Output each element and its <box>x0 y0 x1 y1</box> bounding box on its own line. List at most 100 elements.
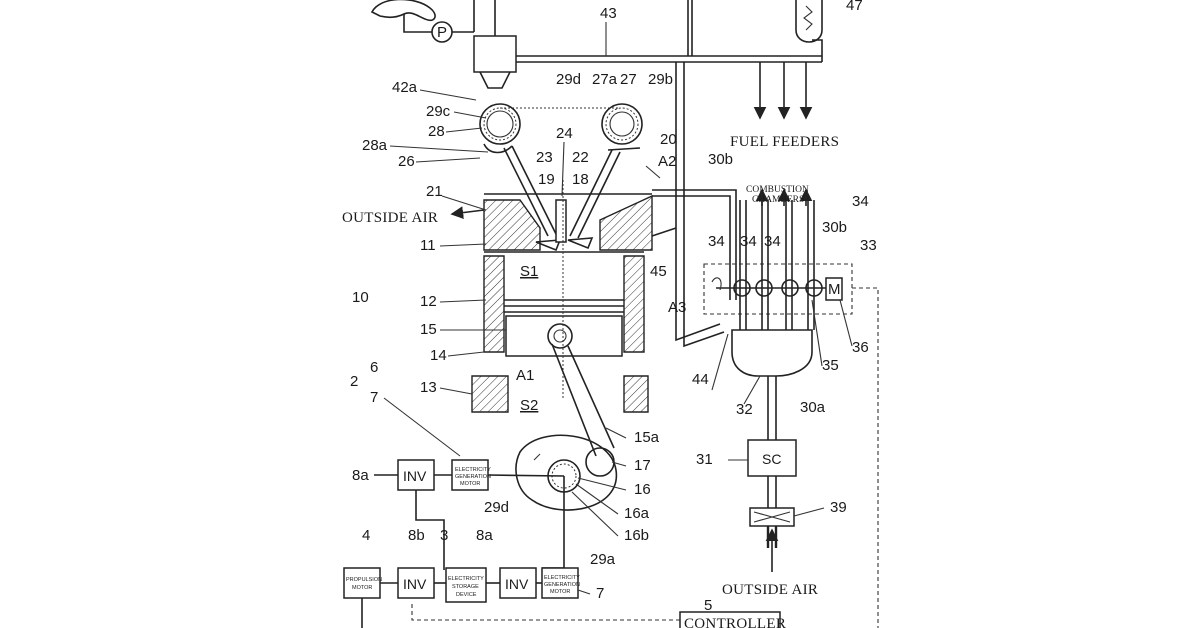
ref-A1: A1 <box>516 367 534 384</box>
fuel-tank-47 <box>795 0 823 43</box>
intake-cam-outer <box>479 103 521 145</box>
cylinder-wall-right <box>623 255 645 353</box>
ref-14: 14 <box>430 347 447 364</box>
ref-26: 26 <box>398 153 415 170</box>
fuel-line-to-tank <box>812 39 823 62</box>
ref-19: 19 <box>538 171 555 188</box>
leader-35 <box>811 299 823 367</box>
ref-16a: 16a <box>624 505 650 522</box>
outside-air-left-label: OUTSIDE AIR <box>342 210 438 226</box>
ref-29b: 29b <box>648 71 673 88</box>
crankcase-right <box>623 375 649 413</box>
ref-3: 3 <box>440 527 448 544</box>
leader-15a <box>605 427 627 439</box>
egm-top-line1: ELECTRICITY <box>455 467 491 473</box>
ref-23: 23 <box>536 149 553 166</box>
ref-44: 44 <box>692 371 709 388</box>
egm-bottom-line3: MOTOR <box>550 589 570 595</box>
leader-36 <box>839 299 853 347</box>
intake-valve-stem-b <box>511 145 557 235</box>
ref-27: 27 <box>620 71 637 88</box>
ref-29d-bottom: 29d <box>484 499 509 516</box>
electrical-system: INV ELECTRICITY GENERATION MOTOR PROPULS… <box>343 459 786 628</box>
fuel-tank-shape <box>370 0 436 22</box>
leader-29c <box>453 111 487 119</box>
leader-7-egm <box>383 397 461 457</box>
signal-to-controller <box>852 287 879 628</box>
intake-valve-stem-a <box>503 147 549 237</box>
exhaust-cam-gear <box>605 107 639 141</box>
fuel-injector-body <box>473 35 517 73</box>
intake-manifold-system: M SC <box>703 188 853 572</box>
ref-21: 21 <box>426 183 443 200</box>
inv-8a-bottom-label: INV <box>505 576 529 592</box>
ref-5: 5 <box>704 597 712 614</box>
piston-pin <box>547 323 573 349</box>
leader-12 <box>439 299 487 303</box>
pipe-45 <box>651 227 677 237</box>
leader-11 <box>439 243 487 247</box>
ref-29a: 29a <box>590 551 616 568</box>
ref-30b-right: 30b <box>822 219 847 236</box>
control-signal-lines <box>411 287 879 628</box>
leader-7-bottom <box>577 589 591 595</box>
ref-4: 4 <box>362 527 370 544</box>
ref-7: 7 <box>370 389 378 406</box>
leader-lines <box>383 22 853 595</box>
leader-16b <box>571 491 619 537</box>
exhaust-valve-stem-b <box>577 151 621 239</box>
ref-8a-top: 8a <box>352 467 369 484</box>
ref-34-b: 34 <box>740 233 757 250</box>
storage-line3: DEVICE <box>456 592 477 598</box>
ref-8b: 8b <box>408 527 425 544</box>
leader-32 <box>743 375 761 405</box>
ref-11: 11 <box>420 237 436 254</box>
outside-air-arrow-left <box>450 206 485 219</box>
ref-39: 39 <box>830 499 847 516</box>
ref-10: 10 <box>352 289 369 306</box>
crank-pin <box>585 447 615 477</box>
exhaust-cam-outer <box>601 103 643 145</box>
text-labels: FUEL FEEDERS OUTSIDE AIR OUTSIDE AIR COM… <box>342 134 839 598</box>
egm-to-crank <box>487 474 565 477</box>
throttle-rotate-arrow <box>711 277 722 291</box>
ref-30a: 30a <box>800 399 826 416</box>
fuel-distribution-line <box>516 0 823 120</box>
controller-box <box>679 611 781 628</box>
intake-cam-inner <box>486 110 514 138</box>
ref-15: 15 <box>420 321 437 338</box>
prop-line2: MOTOR <box>352 585 372 591</box>
surge-tank-32 <box>731 329 813 377</box>
outside-air-bottom-label: OUTSIDE AIR <box>722 582 818 598</box>
leader-39 <box>793 507 825 517</box>
leader-21 <box>441 195 487 211</box>
leader-17 <box>611 461 627 467</box>
cylinder-head <box>450 193 653 251</box>
ref-29c: 29c <box>426 103 451 120</box>
leader-28a <box>389 145 489 153</box>
egm-bottom-line1: ELECTRICITY <box>544 575 580 581</box>
spark-plug <box>555 199 567 243</box>
leader-26 <box>415 157 481 163</box>
prop-line1: PROPULSION <box>346 577 382 583</box>
leader-13 <box>439 387 473 395</box>
ref-30b-top: 30b <box>708 151 733 168</box>
ref-35: 35 <box>822 357 839 374</box>
ref-28a: 28a <box>362 137 388 154</box>
ref-22: 22 <box>572 149 589 166</box>
leader-44 <box>711 333 729 391</box>
throttle-unit-33 <box>703 263 853 315</box>
exhaust-port-wall <box>599 194 653 251</box>
leader-A2 <box>645 165 661 179</box>
cylinder-block <box>471 180 649 413</box>
con-rod-left <box>551 343 597 457</box>
fuel-line-tank <box>403 14 432 33</box>
valve-train <box>479 103 643 252</box>
rocker-left <box>483 143 513 154</box>
ref-29d-top: 29d <box>556 71 581 88</box>
ref-31: 31 <box>696 451 713 468</box>
ref-42a: 42a <box>392 79 418 96</box>
pipe-a3-left <box>675 62 721 342</box>
egm-bottom-line2: GENERATION <box>544 582 580 588</box>
